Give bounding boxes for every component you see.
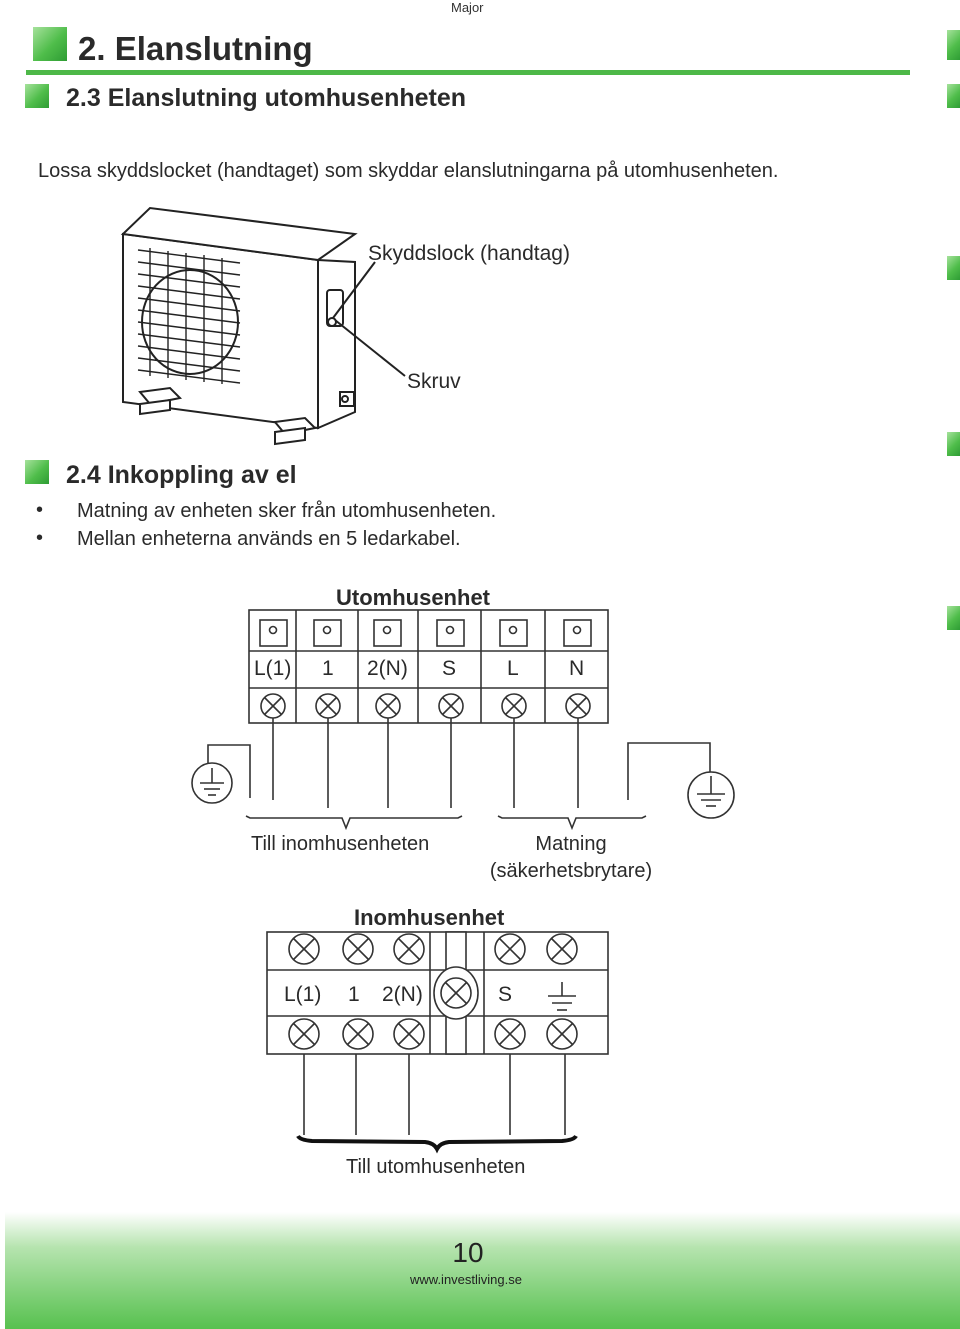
subsection-title-2-3: 2.3 Elanslutning utomhusenheten [66,84,467,112]
bullet-text: Mellan enheterna används en 5 ledarkabel… [77,528,461,550]
terminal-label: L(1) [254,657,292,680]
outdoor-unit-title: Utomhusenhet [336,585,490,610]
bullet-text: Matning av enheten sker från utomhusenhe… [77,500,497,522]
website-url: www.investliving.se [410,1272,522,1287]
terminal-label: 2(N) [367,657,408,680]
section-marker-icon [33,27,67,61]
bullet-icon: • [36,499,44,521]
edge-tab-icon [947,606,960,630]
terminal-label: L(1) [284,983,322,1006]
subsection-marker-icon [25,84,49,108]
terminal-label: L [507,657,519,680]
terminal-label: 1 [348,983,360,1006]
bullet-icon: • [36,527,44,549]
terminal-label: S [498,983,513,1006]
indoor-unit-title: Inomhusenhet [354,905,505,930]
section-title: 2. Elanslutning [78,30,313,67]
subsection-title-2-4: 2.4 Inkoppling av el [66,461,297,489]
subsection-marker-icon [25,460,49,484]
cover-label: Skyddslock (handtag) [368,242,570,265]
footer-band [5,1212,960,1329]
terminal-label: S [442,657,457,680]
edge-tab-icon [947,84,960,108]
section-divider [26,70,910,75]
instruction-text: Lossa skyddslocket (handtaget) som skydd… [38,160,779,182]
supply-label: Matning [535,833,607,855]
brand-header: Major [451,0,484,15]
supply-breaker-label: (säkerhetsbrytare) [489,860,653,882]
to-indoor-label: Till inomhusenheten [251,833,430,855]
screw-label: Skruv [407,370,461,393]
terminal-label: N [569,657,585,680]
page-number: 10 [452,1237,484,1268]
edge-tab-icon [947,432,960,456]
terminal-label: 1 [322,657,334,680]
edge-tab-icon [947,30,960,60]
to-outdoor-label: Till utomhusenheten [346,1156,526,1178]
terminal-label: 2(N) [382,983,423,1006]
edge-tab-icon [947,256,960,280]
